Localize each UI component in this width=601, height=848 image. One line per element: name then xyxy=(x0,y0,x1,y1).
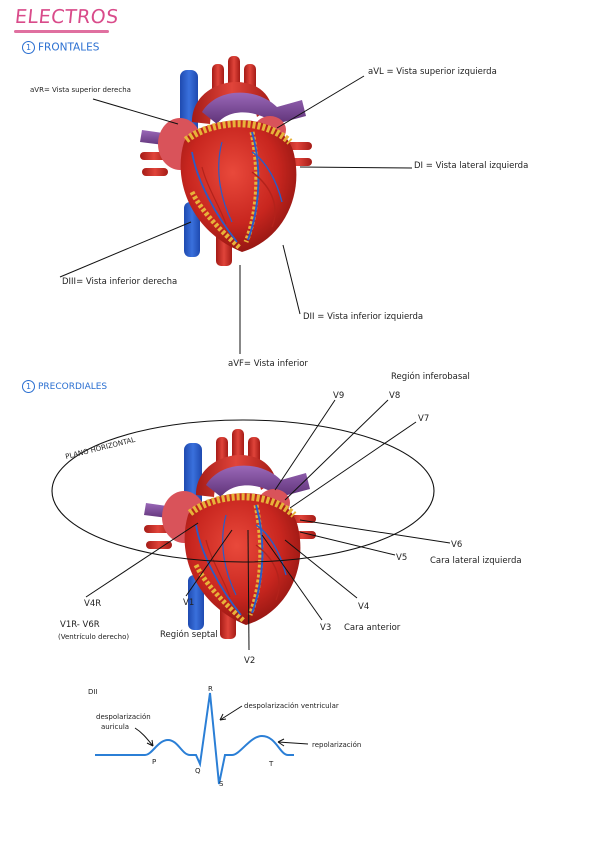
ecg-lead-label: DII xyxy=(88,688,98,696)
despol-ventricular-arrowhead xyxy=(219,713,227,721)
ecg-trace xyxy=(95,692,294,785)
v8-leader-line xyxy=(284,399,389,501)
ecg-p-label: P xyxy=(152,758,156,766)
section-title: PRECORDIALES xyxy=(38,382,108,392)
region-septal-label: Región septal xyxy=(160,629,218,640)
v1r-v6r-label: V1R- V6R xyxy=(60,620,100,630)
v2-label: V2 xyxy=(244,656,255,666)
v7-leader-line xyxy=(289,421,417,509)
v4r-label: V4R xyxy=(84,599,101,609)
v9-leader-line xyxy=(274,399,336,491)
v1-leader-line xyxy=(185,529,233,597)
title-underline xyxy=(14,30,109,33)
v7-label: V7 xyxy=(418,414,429,424)
dii-label: DII = Vista inferior izquierda xyxy=(303,312,423,322)
v1-label: V1 xyxy=(183,598,194,608)
repolarizacion-arrowhead xyxy=(277,738,285,747)
v4-leader-line xyxy=(284,539,358,599)
diii-leader-line xyxy=(59,221,192,278)
ecg-t-label: T xyxy=(268,760,274,768)
avr-label: aVR= Vista superior derecha xyxy=(30,86,131,94)
cara-anterior-label: Cara anterior xyxy=(344,623,401,633)
v4r-leader-line xyxy=(85,522,199,598)
avf-label: aVF= Vista inferior xyxy=(228,359,308,369)
despol-auricular-label-1: despolarización xyxy=(96,713,151,721)
ecg-r-label: R xyxy=(208,685,213,693)
ventriculo-derecho-label: (Ventrículo derecho) xyxy=(58,633,129,641)
repolarizacion-label: repolarización xyxy=(312,741,361,749)
region-inferobasal-label: Región inferobasal xyxy=(391,371,470,382)
avr-leader-line xyxy=(92,98,179,125)
v6-leader-line xyxy=(299,519,451,544)
ecg-s-label: S xyxy=(219,780,224,788)
avl-label: aVL = Vista superior izquierda xyxy=(368,67,497,77)
plano-horizontal-label: PLANO HORIZONTAL xyxy=(65,436,137,461)
despol-auricular-arrow xyxy=(134,727,154,747)
despol-auricular-arrowhead xyxy=(146,739,154,747)
despol-ventricular-arrow xyxy=(219,705,243,721)
section-number: 1 xyxy=(22,380,35,393)
v3-label: V3 xyxy=(320,623,331,633)
v5-leader-line xyxy=(299,531,396,556)
section-title: FRONTALES xyxy=(38,41,100,54)
avl-leader-line xyxy=(276,75,365,129)
despol-auricular-label-2: auricula xyxy=(101,723,129,731)
heart-frontal-illustration xyxy=(140,56,312,266)
repolarizacion-arrow xyxy=(277,741,309,745)
horizontal-plane-ellipse xyxy=(51,419,435,563)
v8-label: V8 xyxy=(389,391,400,401)
heart-precordial-illustration xyxy=(144,429,316,639)
despol-ventricular-label: despolarización ventricular xyxy=(244,702,339,710)
dii-leader-line xyxy=(282,244,301,315)
di-leader-line xyxy=(299,166,413,169)
v3-leader-line xyxy=(261,534,323,621)
v4-label: V4 xyxy=(358,602,369,612)
ecg-q-label: Q xyxy=(195,767,201,775)
v2-leader-line xyxy=(247,529,250,651)
diii-label: DIII= Vista inferior derecha xyxy=(62,277,177,287)
v6-label: V6 xyxy=(451,540,462,550)
cara-lateral-label: Cara lateral izquierda xyxy=(430,556,522,566)
section-number: 1 xyxy=(22,41,35,54)
v5-label: V5 xyxy=(396,553,407,563)
v9-label: V9 xyxy=(333,391,344,401)
di-label: DI = Vista lateral izquierda xyxy=(414,161,528,171)
